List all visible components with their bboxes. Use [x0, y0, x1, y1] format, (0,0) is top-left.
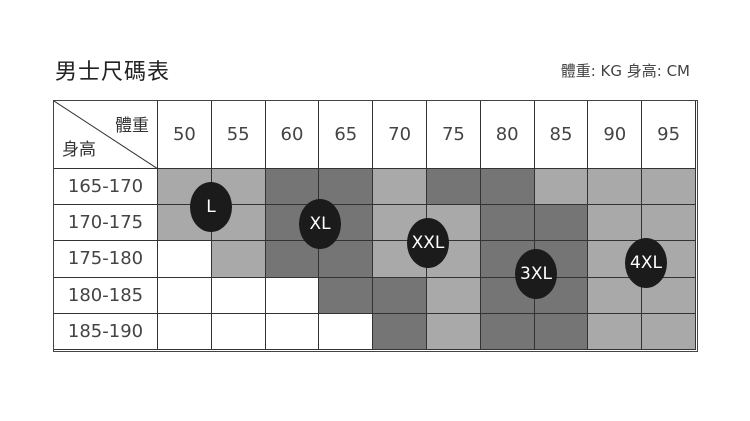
- page-title: 男士尺碼表: [55, 60, 171, 85]
- size-cell: [480, 205, 535, 242]
- size-cell: [427, 169, 481, 206]
- size-cell: [427, 313, 481, 350]
- diagonal-divider: [54, 101, 158, 169]
- size-cell: [642, 205, 696, 242]
- weight-header: 80: [480, 101, 535, 169]
- size-cell: [265, 241, 320, 278]
- height-header: 165-170: [54, 169, 158, 206]
- size-cell: [480, 313, 535, 350]
- height-header: 175-180: [54, 241, 158, 278]
- size-cell: [211, 241, 266, 278]
- size-cell: [319, 313, 374, 350]
- size-cell: [319, 241, 374, 278]
- size-cell: [588, 205, 643, 242]
- weight-header: 85: [534, 101, 589, 169]
- size-badge-3xl: 3XL: [515, 249, 557, 299]
- weight-header: 75: [427, 101, 481, 169]
- weight-header: 70: [373, 101, 427, 169]
- height-axis-label: 身高: [62, 140, 96, 160]
- units-legend: 體重: KG 身高: CM: [560, 62, 690, 80]
- size-cell: [373, 313, 427, 350]
- size-badge-4xl: 4XL: [625, 238, 667, 288]
- size-cell: [158, 313, 212, 350]
- size-cell: [319, 169, 374, 206]
- height-header: 180-185: [54, 277, 158, 314]
- size-cell: [534, 169, 589, 206]
- height-header: 185-190: [54, 313, 158, 350]
- size-badge-l: L: [190, 182, 232, 232]
- corner-header: 體重 身高: [54, 101, 158, 169]
- size-cell: [265, 169, 320, 206]
- weight-header: 90: [588, 101, 643, 169]
- height-header: 170-175: [54, 205, 158, 242]
- size-cell: [642, 313, 696, 350]
- weight-axis-label: 體重: [115, 116, 149, 136]
- size-cell: [427, 277, 481, 314]
- weight-header: 60: [265, 101, 320, 169]
- size-cell: [642, 169, 696, 206]
- size-cell: [373, 169, 427, 206]
- size-cell: [265, 277, 320, 314]
- weight-header: 65: [319, 101, 374, 169]
- size-cell: [211, 277, 266, 314]
- size-cell: [265, 313, 320, 350]
- weight-header: 50: [158, 101, 212, 169]
- size-badge-xxl: XXL: [407, 218, 449, 268]
- size-cell: [480, 169, 535, 206]
- size-cell: [158, 241, 212, 278]
- size-badge-xl: XL: [299, 199, 341, 249]
- weight-header: 55: [211, 101, 266, 169]
- size-cell: [373, 277, 427, 314]
- weight-header: 95: [642, 101, 696, 169]
- size-cell: [158, 277, 212, 314]
- size-cell: [319, 277, 374, 314]
- size-cell: [534, 313, 589, 350]
- size-cell: [211, 313, 266, 350]
- size-cell: [588, 169, 643, 206]
- size-cell: [588, 313, 643, 350]
- size-cell: [534, 205, 589, 242]
